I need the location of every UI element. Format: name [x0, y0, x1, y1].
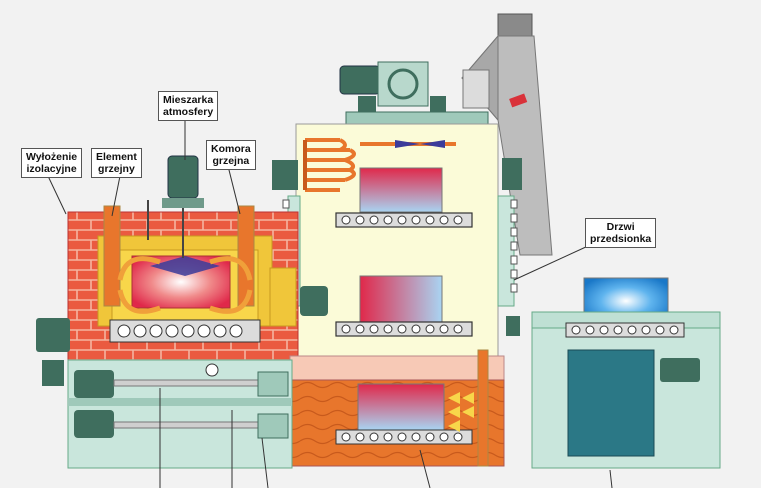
heating-element-label: Element grzejny	[91, 148, 142, 178]
main-chamber	[272, 123, 522, 361]
vestibule-door-label: Drzwi przedsionka	[585, 218, 657, 248]
quench-tank	[289, 349, 505, 467]
leader-lines	[47, 118, 613, 488]
base-cylinders	[67, 359, 293, 469]
vestibule	[531, 277, 721, 469]
heating-chamber	[36, 155, 299, 386]
atmosphere-mixer-label: Mieszarka atmosfery	[158, 91, 219, 121]
insulation-label: Wyłożenie izolacyjne	[21, 148, 83, 178]
heating-chamber-label: Komora grzejna	[206, 140, 256, 170]
top-fan-motors	[339, 61, 490, 127]
